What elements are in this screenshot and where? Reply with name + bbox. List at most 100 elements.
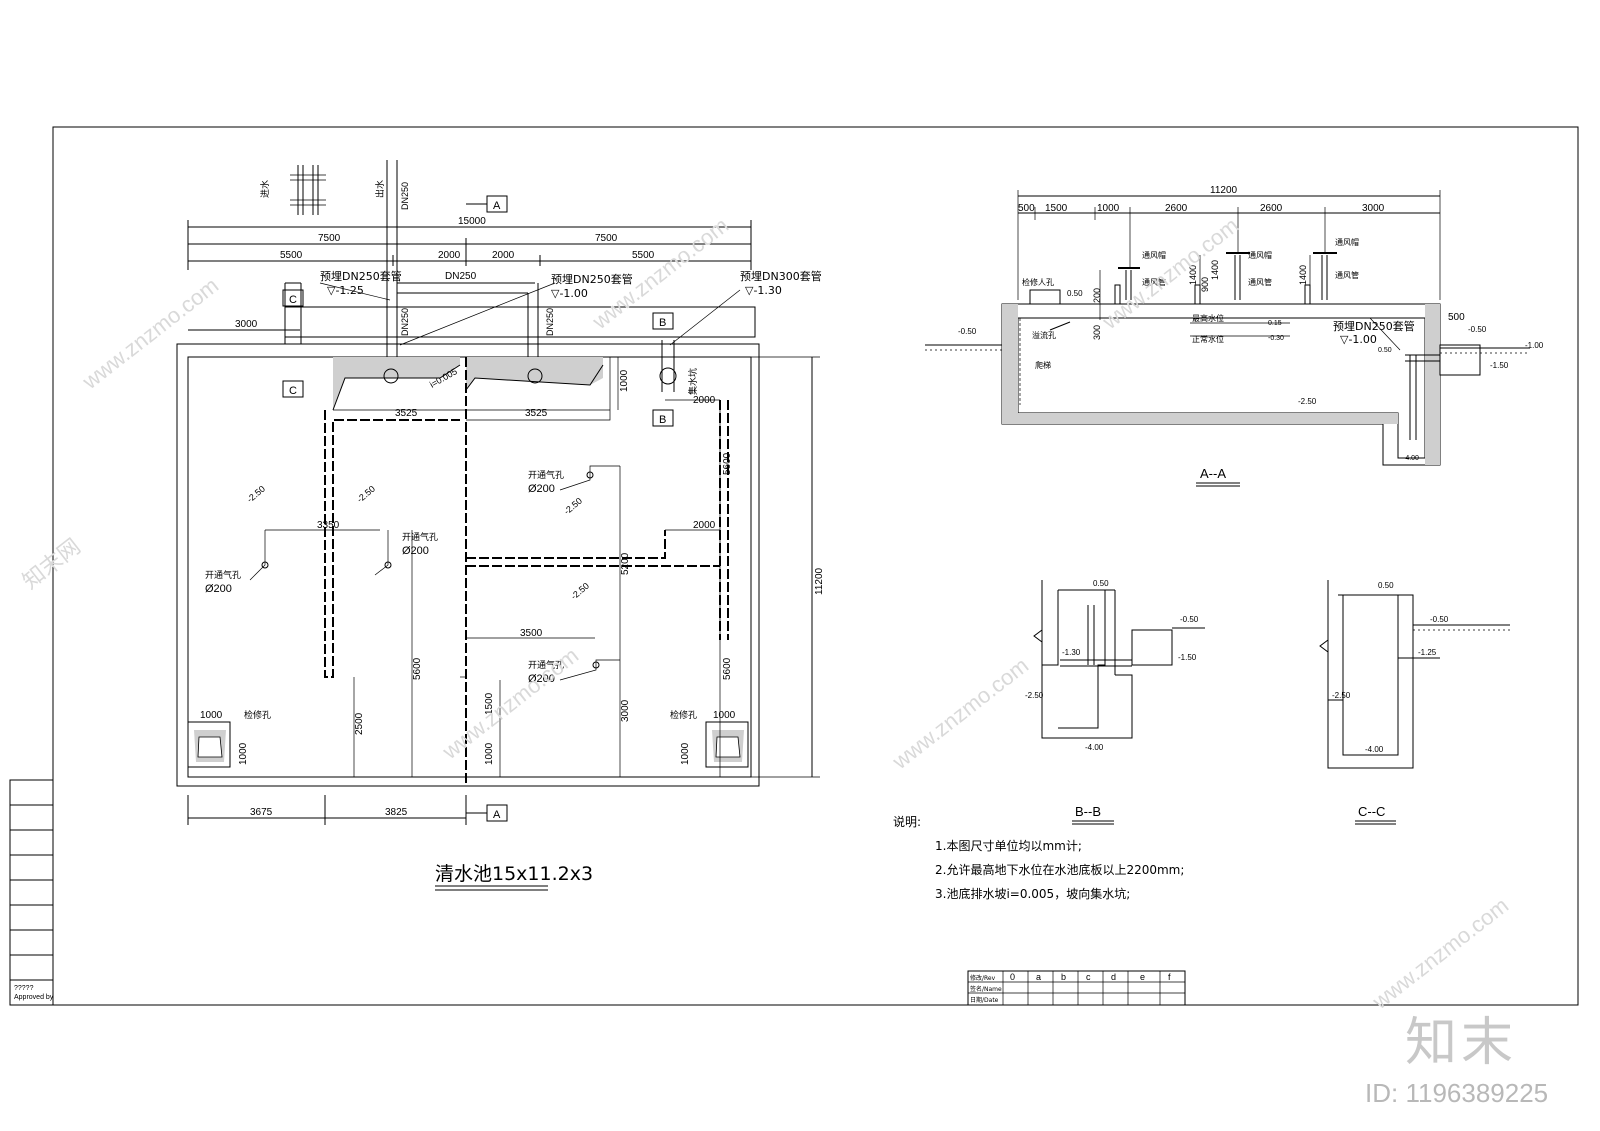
note-2: 2.允许最高地下水位在水池底板以上2200mm; [935, 863, 1185, 877]
cc-level-3: -1.25 [1418, 648, 1437, 657]
note-1: 1.本图尺寸单位均以mm计; [935, 839, 1082, 853]
dim-5200: 5200 [620, 552, 631, 575]
section-cc: 0.50 -0.50 -1.25 -2.50 -4.00 C--C [1319, 580, 1510, 825]
aa-ladder: 爬梯 [1035, 360, 1051, 370]
manhole-left [187, 721, 231, 768]
aa-level-4: -0.30 [1268, 335, 1284, 342]
hatch-label-right: 检修孔 [670, 709, 697, 721]
notes-heading: 说明: [893, 815, 922, 829]
level-plan-1: -2.50 [245, 484, 267, 505]
section-bb: 0.50 -0.50 -1.30 -1.50 -2.50 -4.00 B--B [1025, 579, 1205, 825]
aa-pipe-el: ▽-1.00 [1340, 333, 1377, 346]
dim-5500-right: 5500 [632, 250, 655, 261]
watermark-logo: 知末 [1405, 1013, 1518, 1073]
level-plan-2: -2.50 [355, 484, 377, 505]
level-plan-3: -2.50 [562, 496, 584, 517]
dim-1500: 1500 [484, 692, 495, 715]
aa-dim-total: 11200 [1210, 185, 1238, 196]
aa-level-7: -0.50 [1468, 325, 1487, 334]
aa-dim-2600-a: 2600 [1165, 203, 1188, 214]
pipe-label-1: 预埋DN250套管 [320, 269, 402, 283]
vent-size-1: Ø200 [528, 483, 555, 495]
aa-level-10: 0.50 [1378, 347, 1392, 354]
dim-3525-right: 3525 [525, 408, 548, 419]
dim-3000-mid: 3000 [620, 699, 631, 722]
aa-vent-pipe-1: 通风管 [1142, 277, 1166, 287]
dim-3525-left: 3525 [395, 408, 418, 419]
dim-3675: 3675 [250, 807, 273, 818]
aa-dim-h200: 200 [1092, 288, 1102, 303]
watermark-layer: www.znzmo.com www.znzmo.com www.znzmo.co… [18, 213, 1513, 1015]
section-mark-a-top: A [493, 200, 501, 212]
aa-max-wl: 最高水位 [1192, 313, 1224, 323]
watermark-6: www.znzmo.com [1367, 893, 1513, 1015]
pipe-label-3-el: ▽-1.00 [551, 287, 588, 300]
pipe-label-4: 预埋DN300套管 [740, 269, 822, 283]
aa-manhole: 检修人孔 [1022, 277, 1054, 287]
hatch-label-left: 检修孔 [244, 709, 271, 721]
inlet-pipe-2 [527, 368, 543, 384]
aa-level-5: -2.50 [1298, 397, 1317, 406]
aa-dim-r500: 500 [1448, 312, 1465, 323]
cc-level-5: -4.00 [1365, 745, 1384, 754]
dim-2000-b: 2000 [492, 250, 515, 261]
inlet-pipe-1 [383, 368, 399, 384]
rev-row-2: 签名/Name [970, 985, 1002, 993]
pipe-label-dn250-v3: DN250 [545, 308, 555, 336]
dim-11200: 11200 [814, 567, 825, 595]
manhole-right [705, 721, 749, 768]
plan-view: 15000 7500 7500 5500 2000 2000 5500 3000… [176, 160, 825, 891]
dim-3000-left: 3000 [235, 319, 258, 330]
aa-normal-wl: 正常水位 [1192, 334, 1224, 344]
dim-15000: 15000 [458, 216, 486, 227]
sump-label: 集水坑 [687, 368, 699, 395]
pipe-label-3: 预埋DN250套管 [551, 272, 633, 286]
section-mark-b-top: B [659, 317, 666, 329]
dim-2000-a: 2000 [438, 250, 461, 261]
pipe-label-1-el: ▽-1.25 [327, 284, 364, 297]
aa-level-8: -1.00 [1525, 341, 1544, 350]
title-block-q: ????? [14, 985, 34, 992]
vent-label-4: 开通气孔 [528, 659, 564, 671]
section-mark-c-top: C [289, 294, 297, 306]
watermark-5: www.znzmo.com [887, 653, 1033, 775]
aa-dim-500: 500 [1018, 203, 1035, 214]
aa-overflow: 溢流孔 [1032, 330, 1056, 340]
pipe-label-dn250-a: DN250 [445, 271, 477, 282]
aa-vent-pipe-3: 通风管 [1335, 270, 1359, 280]
rev-col-a: a [1036, 972, 1041, 982]
watermark-7: 知末网 [18, 534, 85, 594]
aa-level-9: -1.50 [1490, 361, 1509, 370]
aa-dim-3000: 3000 [1362, 203, 1385, 214]
dim-2000-right-mid: 2000 [693, 520, 716, 531]
rev-col-0: 0 [1010, 972, 1015, 982]
revision-table: 修改/Rev 签名/Name 日期/Date 0 a b c d e f [967, 970, 1186, 1006]
dim-2500: 2500 [354, 712, 365, 735]
dim-7500-left: 7500 [318, 233, 341, 244]
aa-dim-1500: 1500 [1045, 203, 1068, 214]
dim-1000-manhole-right: 1000 [713, 710, 736, 721]
note-3: 3.池底排水坡i=0.005，坡向集水坑; [935, 887, 1131, 901]
label-outlet: 出水 [374, 180, 386, 198]
rev-row-1: 修改/Rev [970, 974, 996, 982]
aa-vent-cap-3: 通风帽 [1335, 237, 1359, 247]
vent-size-3: Ø200 [402, 545, 429, 557]
section-mark-a-bottom: A [493, 809, 501, 821]
plan-pipe-corridor [284, 306, 756, 338]
aa-level-3: 0.15 [1268, 320, 1282, 327]
aa-level-1: -0.50 [958, 327, 977, 336]
dim-1000-top: 1000 [619, 369, 630, 392]
notes-block: 说明: 1.本图尺寸单位均以mm计; 2.允许最高地下水位在水池底板以上2200… [893, 810, 1185, 906]
dim-1000-bottom-mid: 1000 [484, 742, 495, 765]
pipe-label-4-el: ▽-1.30 [745, 284, 782, 297]
bb-level-4: -1.50 [1178, 653, 1197, 662]
dim-5600-mid: 5600 [412, 657, 423, 680]
watermark-id: ID: 1196389225 [1365, 1078, 1549, 1108]
bb-level-3: -1.30 [1062, 648, 1081, 657]
rev-row-3: 日期/Date [970, 996, 999, 1004]
rev-col-b: b [1061, 972, 1066, 982]
dim-5600-right-top: 5600 [722, 452, 733, 475]
section-aa: 11200 500 1500 1000 2600 2600 3000 1400 … [925, 185, 1544, 487]
section-bb-title: B--B [1075, 804, 1101, 819]
aa-dim-h300: 300 [1092, 325, 1102, 340]
